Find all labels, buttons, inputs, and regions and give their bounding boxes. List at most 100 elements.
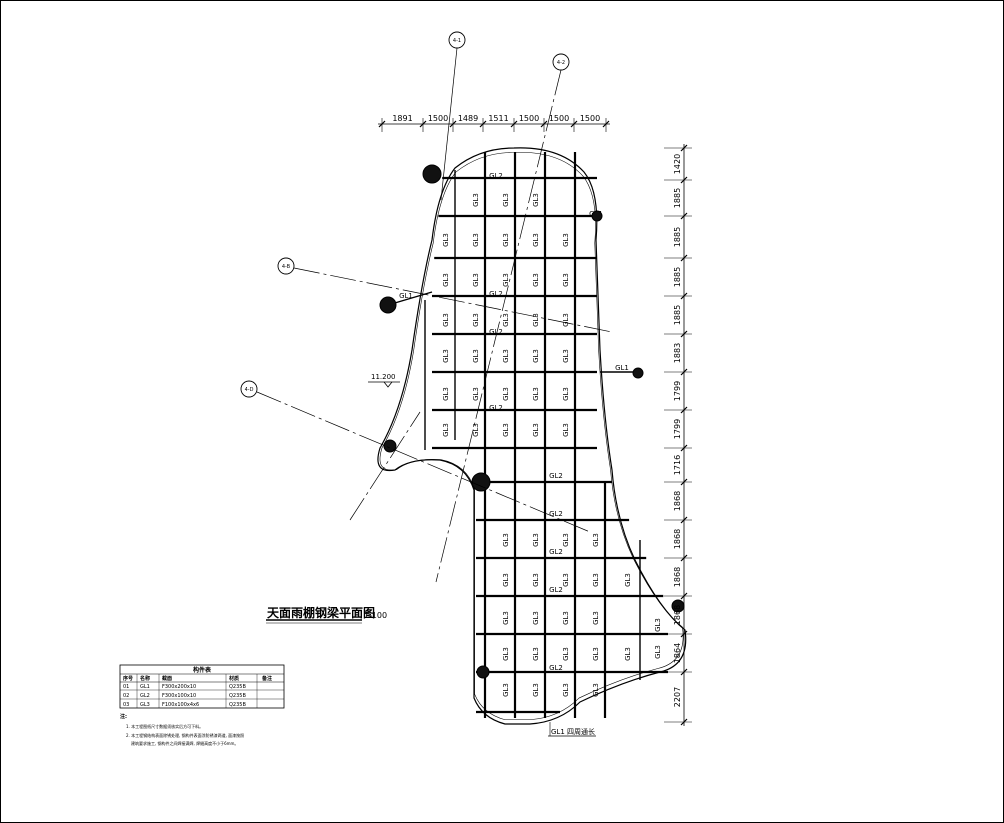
note-line: 建筑要求施工, 钢构件之间焊接满焊, 焊缝高度不小于6mm。 [131,740,238,746]
dim-tick-top [479,120,487,128]
beam-label-gl3: GL3 [532,349,540,363]
note-line: 2. 本工程钢结构表面除锈处理, 钢构件表面涂防锈漆两道, 面漆按照 [126,732,244,738]
section-line [440,47,458,201]
beam-label-gl3: GL3 [562,273,570,287]
beam-label-gl2: GL2 [549,472,563,480]
beam-label-gl2: GL2 [549,548,563,556]
beam-label-gl2: GL2 [489,172,503,180]
beam-label-gl3: GL3 [532,611,540,625]
beam-label-gl3: GL3 [592,683,600,697]
table-header: 材质 [229,675,239,682]
beam-label-gl3: GL3 [624,647,632,661]
table-cell: 01 [123,684,129,690]
beam-label-gl3: GL3 [502,233,510,247]
section-marker-label: 4-2 [557,60,565,66]
dim-tick-right [680,254,688,262]
dim-text-top: 1500 [580,114,600,123]
column [476,665,490,679]
column [591,210,603,222]
column [379,296,397,314]
dim-tick-top [540,120,548,128]
beam-label-gl3: GL3 [592,647,600,661]
beam-label-gl3: GL3 [442,387,450,401]
dim-tick-right [680,212,688,220]
beam-label-gl3: GL3 [654,645,662,659]
member-table: 构件表 序号 名称 截面 材质 备注 01 GL1 F300x200x10 Q2… [119,664,285,709]
column [632,367,644,379]
beam-label-gl3: GL3 [562,533,570,547]
table-cell: Q235B [229,684,246,690]
dim-text-top: 1511 [488,114,508,123]
beam-label-gl3: GL3 [442,423,450,437]
canopy-outline [377,147,687,725]
beam-label-gl3: GL3 [562,611,570,625]
dim-tick-right [680,406,688,414]
table-cell: Q235B [229,702,246,708]
perimeter-note: GL1 四周通长 [551,727,595,736]
beam-label-gl3: GL3 [532,683,540,697]
dim-tick-right [680,176,688,184]
table-cell: GL3 [140,702,150,708]
table-header: 序号 [122,675,133,682]
beam-label-gl3: GL3 [502,349,510,363]
beam-label-gl3: GL3 [562,349,570,363]
beam-label-gl3: GL3 [592,573,600,587]
elevation-value: 11.200 [371,373,396,381]
dim-tick-top [378,120,386,128]
beam-label-gl2: GL2 [489,404,503,412]
beam-label-gl3: GL3 [592,533,600,547]
section-marker-label: 4-B [282,264,291,270]
dim-text-top: 1891 [392,114,412,123]
dim-tick-top [449,120,457,128]
dim-text-right: 1868 [673,529,682,549]
beam-label-gl3: GL3 [472,349,480,363]
table-header: 备注 [261,675,272,682]
table-cell: 03 [123,702,129,708]
section-line [435,69,562,583]
dim-tick-top [602,120,610,128]
dim-tick-right [680,368,688,376]
table-cell: Q235B [229,693,246,699]
dim-text-top: 1489 [458,114,478,123]
beam-label-gl3: GL3 [532,233,540,247]
beam-label-gl3: GL3 [502,611,510,625]
beam-label-gl3: GL3 [532,313,540,327]
beam-label-gl1: GL1 [399,292,413,300]
beam-label-gl3: GL3 [562,233,570,247]
table-cell: F100x100x4x6 [162,702,199,708]
beam-label-gl3: GL3 [442,233,450,247]
beam-label-gl3: GL3 [624,573,632,587]
beam-label-gl2: GL2 [489,290,503,298]
beam-label-gl3: GL3 [472,313,480,327]
beam-grid [424,152,668,718]
dim-tick-right [680,630,688,638]
beam-label-gl3: GL3 [562,683,570,697]
beam-label-gl2: GL2 [489,328,503,336]
dim-text-right: 1868 [673,605,682,625]
table-cell: F300x100x10 [162,693,196,699]
beam-label-gl3: GL3 [532,423,540,437]
dim-tick-right [680,668,688,676]
dim-text-right: 1868 [673,491,682,511]
beam-label-gl3: GL3 [502,313,510,327]
beam-label-gl3: GL3 [532,533,540,547]
section-line [349,411,421,521]
beam-label-gl3: GL3 [532,273,540,287]
dim-text-right: 1799 [673,381,682,401]
beam-label-gl3: GL3 [592,611,600,625]
dim-tick-right [680,292,688,300]
table-cell: 02 [123,693,129,699]
dim-text-right: 1420 [673,154,682,174]
section-marker-label: 4-1 [453,38,461,44]
dim-tick-right [680,516,688,524]
elevation-symbol [383,381,393,388]
dim-text-right: 2207 [673,687,682,707]
drawing-title: 天面雨棚钢梁平面图 [267,605,375,620]
right-dimension-chain: 1420188518851885188518831799179917161868… [664,144,692,726]
dim-tick-right [680,718,688,726]
table-cell: GL1 [140,684,150,690]
beam-label-gl3: GL3 [502,273,510,287]
section-marker-bubble [240,380,258,398]
dim-tick-right [680,478,688,486]
beam-label-gl3: GL3 [442,273,450,287]
